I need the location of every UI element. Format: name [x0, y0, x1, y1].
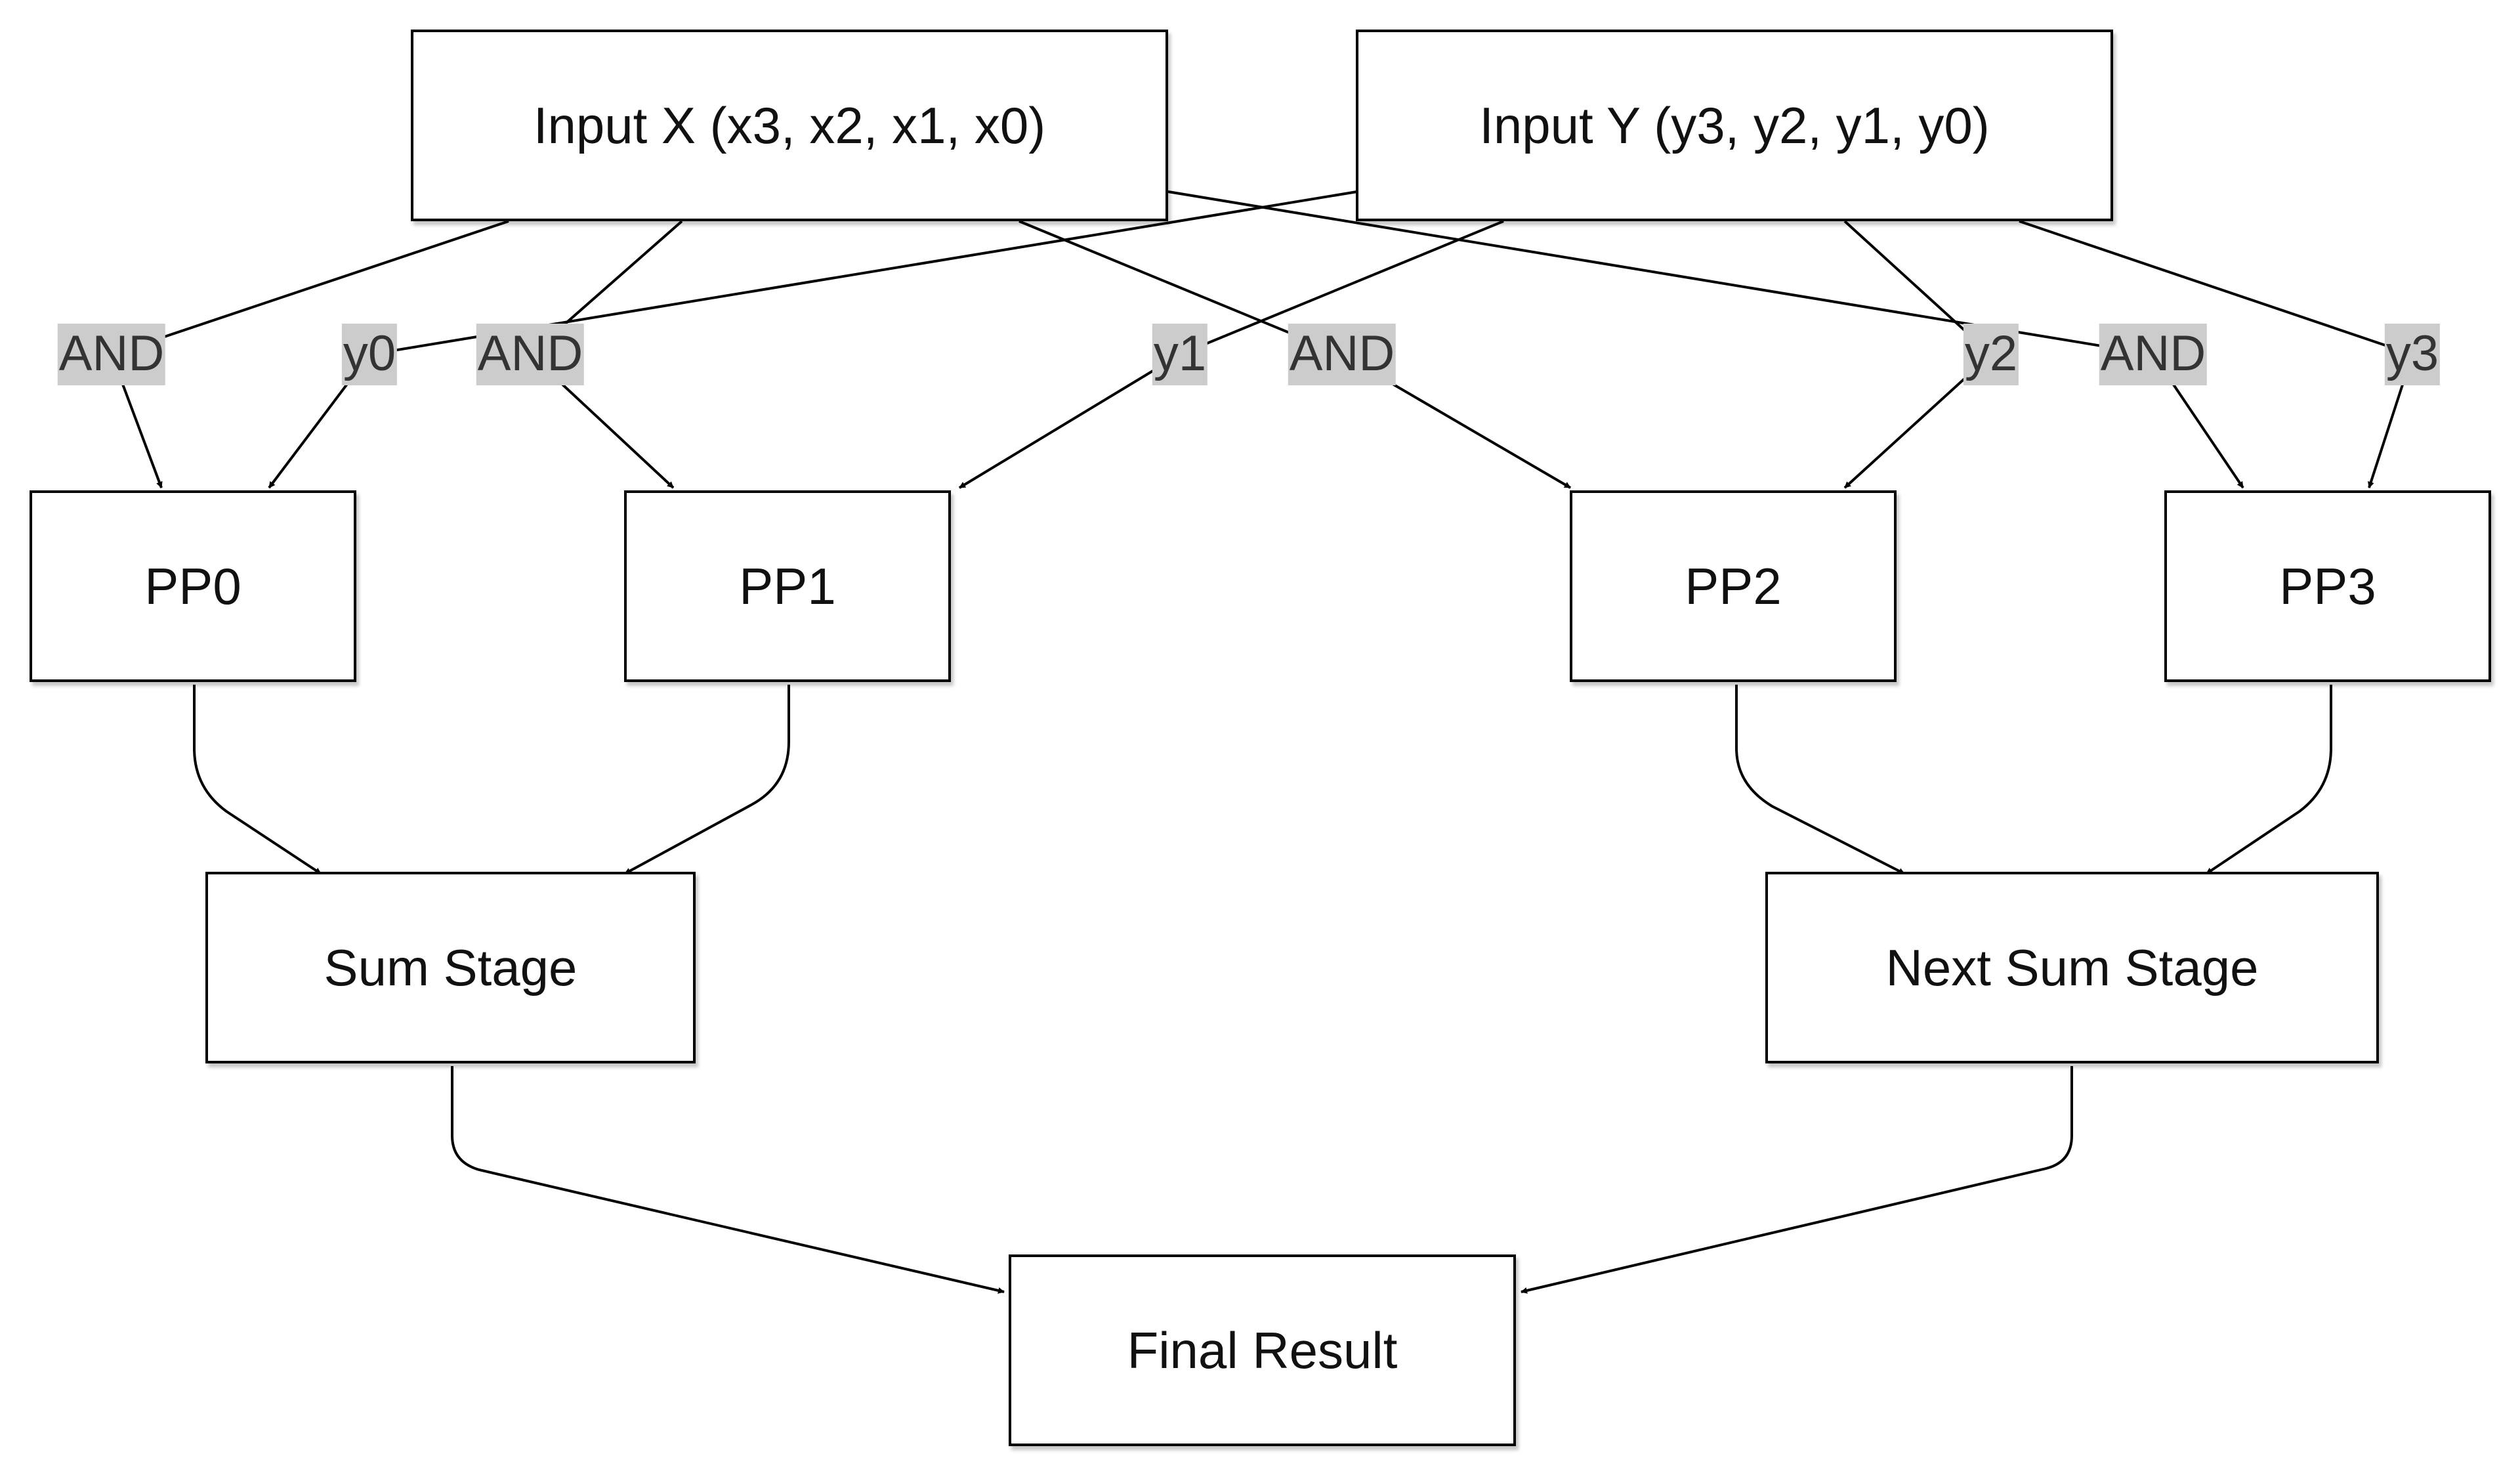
edge-sum-stage-to-final-result: [451, 1066, 1005, 1294]
edge-label-and-pp3: AND: [2099, 324, 2208, 385]
edge-label-y1-pp1: y1: [1152, 324, 1208, 385]
edge-label-y3-pp3: y3: [2384, 324, 2441, 385]
edge-label-and-pp0: AND: [57, 324, 166, 385]
edge-input-x-to-pp0: [110, 220, 509, 488]
edge-label-y2-pp2: y2: [1963, 324, 2019, 385]
edge-label-and-pp2: AND: [1288, 324, 1396, 385]
edge-pp3-to-next-sum-stage: [2205, 685, 2332, 875]
input-y-node: Input Y (y3, y2, y1, y0): [1356, 30, 2113, 221]
pp1-node: PP1: [624, 490, 951, 682]
pp2-node: PP2: [1570, 490, 1897, 682]
edge-input-y-to-pp1: [958, 220, 1504, 489]
edge-label-y0-pp0: y0: [341, 324, 398, 385]
edge-pp2-to-next-sum-stage: [1735, 685, 1905, 875]
input-x-node: Input X (x3, x2, x1, x0): [411, 30, 1168, 221]
edge-next-sum-stage-to-final-result: [1521, 1066, 2073, 1294]
edge-label-and-pp1: AND: [476, 324, 585, 385]
sum-stage-node: Sum Stage: [205, 872, 696, 1063]
edge-pp0-to-sum-stage: [193, 685, 322, 875]
edge-pp1-to-sum-stage: [624, 685, 790, 875]
final-result-node: Final Result: [1009, 1254, 1516, 1446]
pp3-node: PP3: [2164, 490, 2491, 682]
next-sum-stage-node: Next Sum Stage: [1765, 872, 2379, 1063]
pp0-node: PP0: [30, 490, 356, 682]
